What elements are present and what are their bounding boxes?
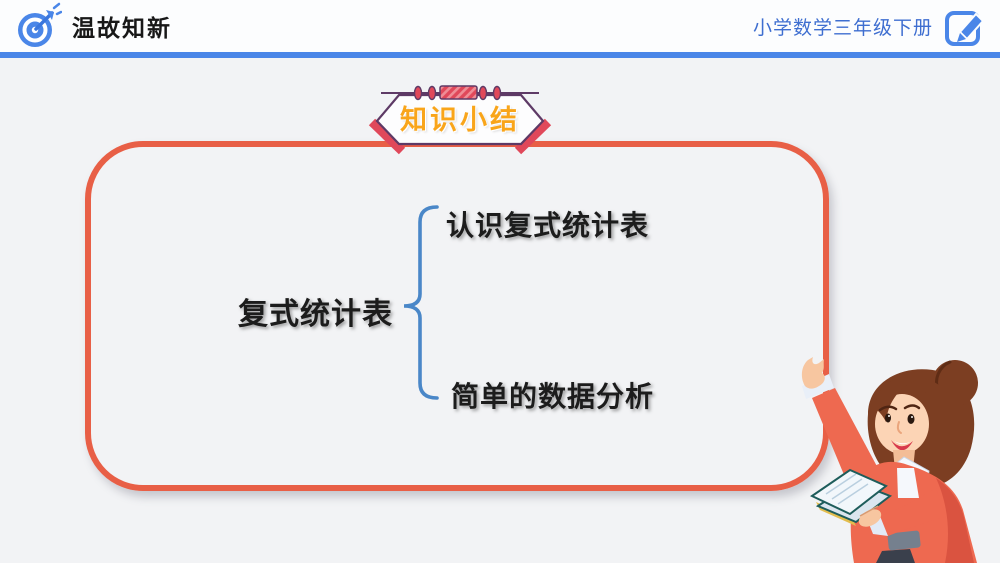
badge-dot bbox=[427, 85, 437, 101]
teacher-illustration bbox=[801, 357, 978, 563]
target-dart-icon bbox=[18, 2, 62, 47]
open-book bbox=[809, 468, 893, 526]
brace-connector bbox=[403, 205, 439, 400]
badge-striped-bar bbox=[439, 85, 478, 100]
badge-red-accent-left bbox=[368, 118, 406, 155]
section-badge bbox=[368, 85, 552, 155]
badge-red-accent-right bbox=[514, 118, 552, 155]
mindmap-root-label: 复式统计表 bbox=[238, 298, 393, 331]
badge-dot bbox=[413, 85, 423, 101]
mindmap-branch-label: 认识复式统计表 bbox=[446, 210, 650, 241]
mindmap-branch-label: 简单的数据分析 bbox=[451, 381, 655, 412]
book-subtitle: 小学数学三年级下册 bbox=[752, 17, 933, 39]
teacher-arm-raised bbox=[812, 388, 880, 494]
badge-dot bbox=[478, 85, 488, 101]
badge-dot bbox=[492, 85, 502, 101]
badge-hexagon bbox=[375, 93, 545, 146]
content-box bbox=[85, 141, 829, 491]
teacher-pocket bbox=[887, 530, 921, 551]
header-bar: 温故知新 小学数学三年级下册 bbox=[0, 0, 1000, 58]
edit-pencil-icon bbox=[945, 11, 985, 46]
page-title: 温故知新 bbox=[72, 15, 172, 41]
badge-label: 知识小结 bbox=[400, 105, 520, 135]
header-right-group: 小学数学三年级下册 bbox=[753, 4, 986, 48]
